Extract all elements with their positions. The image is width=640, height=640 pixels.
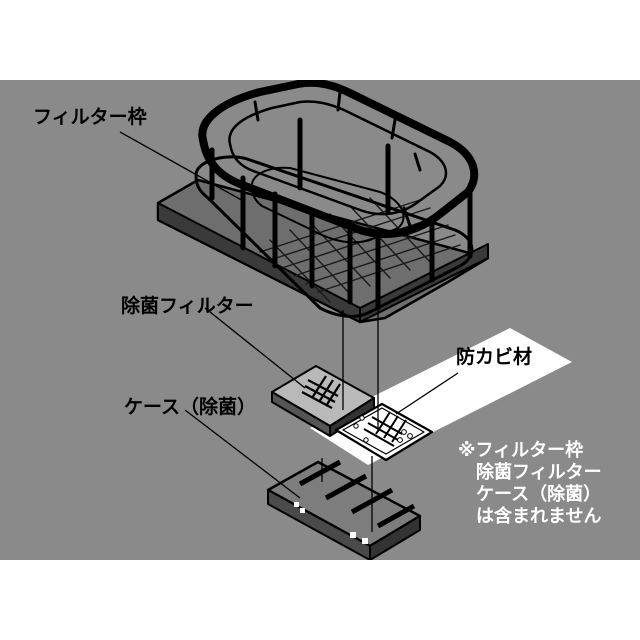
mold-agent-label: 防カビ材 <box>456 346 533 368</box>
note-line: 除菌フィルター <box>476 462 602 483</box>
exclusion-note: ※フィルター枠 除菌フィルター ケース（除菌） は含まれません <box>458 440 602 528</box>
diagram-stage: フィルター枠 除菌フィルター ケース（除菌） 防カビ材 ※フィルター枠 除菌フィ… <box>0 80 640 560</box>
leader-lines <box>119 131 459 532</box>
filter-frame-label: フィルター枠 <box>33 106 147 128</box>
case-illustration <box>266 459 422 560</box>
case-label: ケース（除菌） <box>124 396 257 418</box>
note-line: は含まれません <box>476 506 602 527</box>
note-line: ケース（除菌） <box>476 484 602 505</box>
filter-frame-illustration <box>156 80 490 324</box>
exploded-diagram <box>119 80 572 560</box>
antibacterial-filter-label: 除菌フィルター <box>121 295 254 317</box>
note-line: ※フィルター枠 <box>458 440 584 461</box>
